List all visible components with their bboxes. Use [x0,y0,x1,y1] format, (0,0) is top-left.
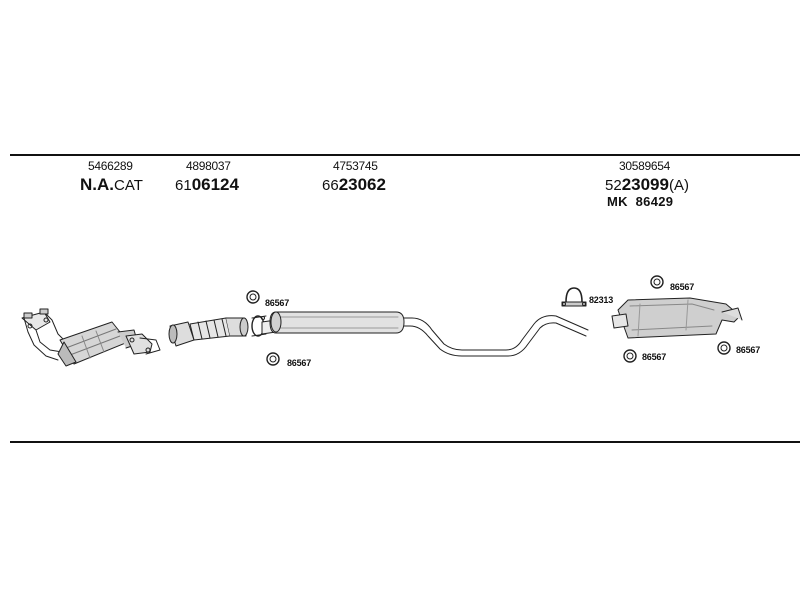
exhaust-manifold [21,308,65,361]
top-divider-line [10,154,800,156]
kit-code: 86429 [635,194,674,209]
catalytic-outlet-flange [125,333,161,355]
intermediate-pipe [403,315,589,357]
code-bold: 23099 [621,175,669,194]
pipe-clamp [251,315,267,337]
fitting-label: 86567 [287,358,312,368]
code-catalytic-converter: N.A.CAT [80,176,143,193]
bottom-divider-line [10,441,800,443]
part-number-front-pipe: 4898037 [186,159,231,173]
code-bold: N.A. [80,175,114,194]
rear-silencer [611,297,743,339]
code-prefix: 61 [175,177,192,194]
part-number-catalytic-converter: 5466289 [88,159,133,173]
code-front-pipe: 6106124 [175,176,239,193]
middle-silencer [261,311,405,335]
code-prefix: 66 [322,177,339,194]
front-flex-pipe [168,317,249,347]
part-number-middle-silencer: 4753745 [333,159,378,173]
rubber-mount-ring [246,290,260,304]
kit-prefix: MK [607,194,628,209]
u-bolt-clamp [561,287,587,307]
code-bold: 06124 [191,175,239,194]
code-suffix: (A) [668,177,689,194]
code-suffix: CAT [114,177,143,194]
fitting-label: 86567 [642,352,667,362]
fitting-label: 86567 [670,282,695,292]
rubber-mount-ring [717,341,731,355]
part-number-rear-silencer: 30589654 [619,159,670,173]
mounting-kit-rear-silencer: MK 86429 [607,195,673,208]
fitting-label: 86567 [736,345,761,355]
code-middle-silencer: 6623062 [322,176,386,193]
rubber-mount-ring [623,349,637,363]
rubber-mount-ring [266,352,280,366]
fitting-label: 82313 [589,295,614,305]
catalytic-converter [57,321,139,367]
code-rear-silencer: 5223099(A) [605,176,689,193]
code-bold: 23062 [338,175,386,194]
rubber-mount-ring [650,275,664,289]
fitting-label: 86567 [265,298,290,308]
code-prefix: 52 [605,177,622,194]
